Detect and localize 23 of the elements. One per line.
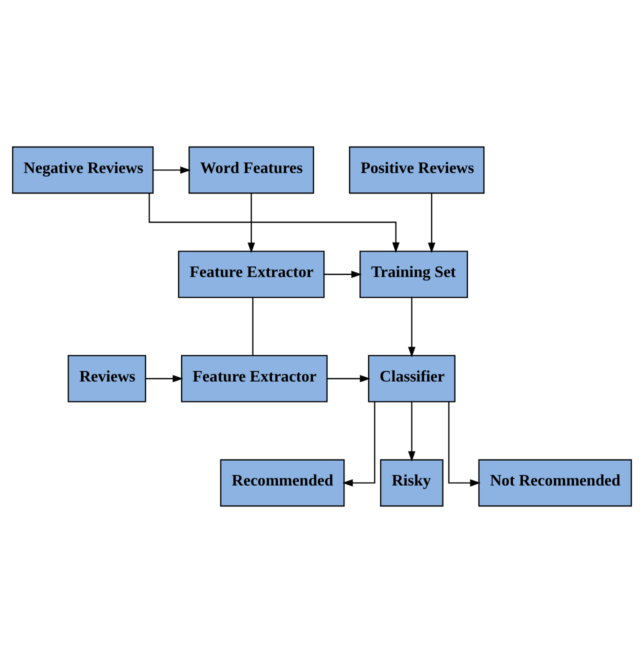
- arrow: [153, 166, 191, 174]
- node-box: Word Features: [188, 146, 314, 194]
- arrow: [146, 374, 184, 382]
- arrow: [408, 402, 416, 462]
- arrow: [327, 374, 370, 382]
- connector: [252, 298, 254, 356]
- node-box: Negative Reviews: [12, 146, 154, 194]
- node-box: Training Set: [360, 250, 468, 298]
- arrow: [408, 298, 416, 358]
- arrow: [428, 193, 436, 254]
- node-box: Positive Reviews: [348, 146, 485, 194]
- arrow: [248, 193, 255, 254]
- node-box: Reviews: [68, 354, 146, 402]
- node-box: Feature Extractor: [178, 250, 325, 298]
- node-box: Feature Extractor: [181, 354, 328, 402]
- arrow: [324, 270, 362, 278]
- node-box: Classifier: [368, 354, 456, 402]
- node-box: Recommended: [220, 459, 345, 507]
- node-box: Risky: [380, 459, 444, 507]
- node-box: Not Recommended: [478, 459, 632, 507]
- arrow: [342, 402, 376, 487]
- arrow: [148, 193, 400, 253]
- arrow: [448, 402, 481, 487]
